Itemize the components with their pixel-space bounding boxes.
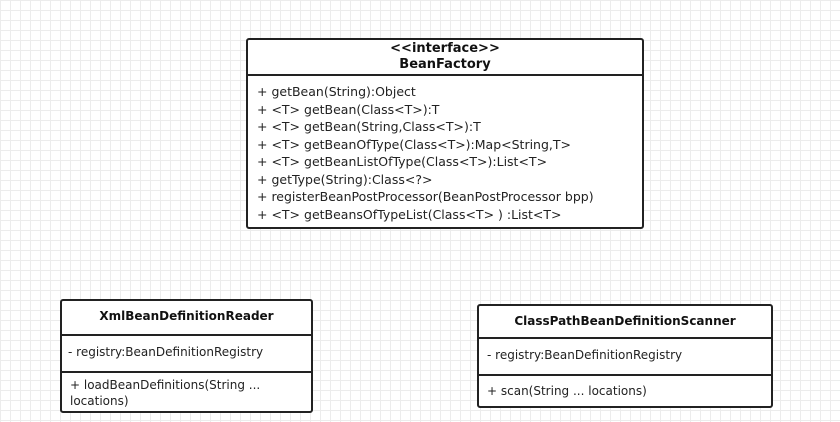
method: + <T> getBeanOfType(Class<T>):Map<String… [257, 136, 572, 152]
method: + <T> getBean(Class<T>):T [257, 101, 440, 117]
stereotype: <<interface>> [390, 41, 500, 56]
method: + scan(String ... locations) [487, 384, 647, 398]
method: + getBean(String):Object [257, 84, 416, 99]
class-header: ClassPathBeanDefinitionScanner [479, 306, 771, 339]
method: + registerBeanPostProcessor(BeanPostProc… [257, 189, 594, 204]
method: + loadBeanDefinitions(String ... locatio… [70, 378, 261, 408]
attributes-section: - registry:BeanDefinitionRegistry [62, 336, 311, 371]
class-beanfactory[interactable]: <<interface>> BeanFactory + getBean(Stri… [246, 38, 644, 229]
class-header: <<interface>> BeanFactory [248, 40, 642, 76]
class-classpathbeandefinitionscanner[interactable]: ClassPathBeanDefinitionScanner - registr… [477, 304, 773, 408]
class-header: XmlBeanDefinitionReader [62, 301, 311, 336]
methods-section: + getBean(String):Object + <T> getBean(C… [248, 76, 642, 223]
attribute: - registry:BeanDefinitionRegistry [487, 348, 683, 362]
method: + <T> getBeansOfTypeList(Class<T> ) :Lis… [257, 206, 562, 222]
attributes-section: - registry:BeanDefinitionRegistry [479, 339, 771, 374]
class-name: BeanFactory [399, 57, 491, 72]
method: + <T> getBeanListOfType(Class<T>):List<T… [257, 154, 548, 169]
class-xmlbeandefinitionreader[interactable]: XmlBeanDefinitionReader - registry:BeanD… [60, 299, 313, 413]
methods-section: + loadBeanDefinitions(String ... locatio… [62, 371, 311, 409]
method: + <T> getBean(String,Class<T>):T [257, 119, 481, 134]
methods-section: + scan(String ... locations) [479, 374, 771, 406]
method: + getType(String):Class<?> [257, 171, 433, 187]
attribute: - registry:BeanDefinitionRegistry [68, 345, 264, 359]
